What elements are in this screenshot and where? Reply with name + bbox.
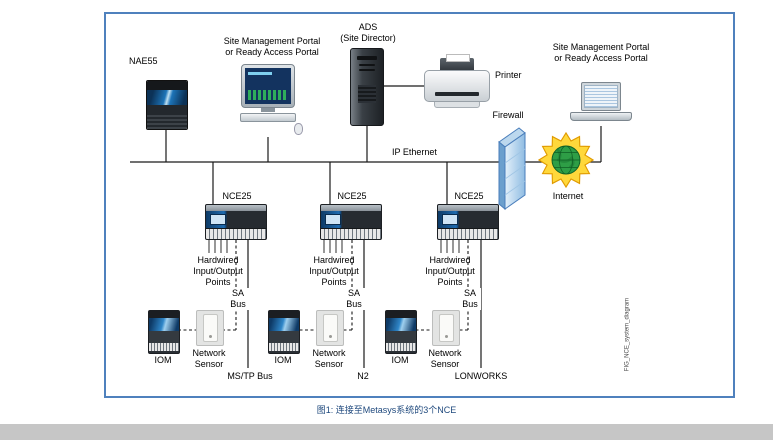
hardwired-io-label: Hardwired Input/Output Points [309, 255, 359, 287]
nce-top [438, 205, 498, 211]
nce-display [442, 214, 458, 225]
sensor-face [322, 314, 338, 342]
workstation-icon [233, 64, 303, 136]
iom-device-icon [148, 310, 180, 354]
mouse-icon [294, 123, 303, 135]
nce25-label: NCE25 [222, 191, 252, 201]
hardwired-io-label: Hardwired Input/Output Points [425, 255, 475, 287]
sa-bus-label: SA Bus [227, 288, 249, 310]
iom-blue-band [386, 318, 416, 331]
ads-label: ADS (Site Director) [340, 22, 396, 43]
iom-device-icon [268, 310, 300, 354]
nae55-label: NAE55 [129, 56, 158, 66]
iom-top [149, 311, 179, 318]
nce25-label: NCE25 [454, 191, 484, 201]
nce-top [321, 205, 381, 211]
nae55-mid [147, 105, 187, 115]
network-sensor-label: Network Sensor [192, 348, 226, 369]
sa-bus-label: SA Bus [343, 288, 365, 310]
figure-id-vertical-label: FIG_NCE_system_diagram [624, 297, 631, 372]
sa-bus-label: SA Bus [459, 288, 481, 310]
drive-slot [359, 69, 375, 71]
nae55-blue-band [147, 90, 187, 105]
iom-top [386, 311, 416, 318]
iom-terminals [386, 343, 416, 351]
network-sensor-icon [196, 310, 224, 346]
nce25-device-icon [320, 204, 382, 240]
nce25-device-icon [205, 204, 267, 240]
iom-terminals [269, 343, 299, 351]
monitor-icon [241, 64, 295, 108]
iom-top [269, 311, 299, 318]
internet-globe-icon [538, 132, 594, 188]
nce-display [210, 214, 226, 225]
ip-ethernet-label: IP Ethernet [392, 147, 437, 157]
sensor-face [438, 314, 454, 342]
iom-terminals [149, 343, 179, 351]
server-tower-icon [350, 48, 384, 126]
sensor-face [202, 314, 218, 342]
figure-caption: 图1: 连接至Metasys系统的3个NCE [316, 405, 457, 415]
hardwired-io-label: Hardwired Input/Output Points [193, 255, 243, 287]
nce-terminals [321, 228, 381, 239]
tower-vents [358, 85, 376, 103]
iom-body [149, 331, 179, 343]
network-sensor-label: Network Sensor [428, 348, 462, 369]
monitor-screen [245, 68, 291, 104]
bottom-bar [0, 424, 773, 440]
firewall-icon [498, 127, 526, 211]
internet-label: Internet [552, 191, 584, 201]
laptop-icon [570, 82, 632, 126]
bus-type-label: N2 [357, 371, 369, 381]
nce-terminals [438, 228, 498, 239]
nce25-label: NCE25 [337, 191, 367, 201]
printer-body [424, 70, 490, 102]
network-sensor-icon [316, 310, 344, 346]
iom-label: IOM [274, 355, 292, 365]
nce-top [206, 205, 266, 211]
monitor-stand [261, 108, 275, 112]
drive-slot [359, 64, 375, 66]
nae55-vents [147, 115, 187, 129]
nce-terminals [206, 228, 266, 239]
bus-type-label: MS/TP Bus [227, 371, 273, 381]
nae55-top [147, 81, 187, 90]
iom-label: IOM [391, 355, 409, 365]
firewall-label: Firewall [492, 110, 524, 120]
drive-slot [357, 56, 377, 60]
printer-icon [424, 54, 490, 112]
iom-body [269, 331, 299, 343]
nce-panel [438, 211, 498, 228]
iom-body [386, 331, 416, 343]
nce-display [325, 214, 341, 225]
nce-panel [206, 211, 266, 228]
iom-device-icon [385, 310, 417, 354]
printer-tray [434, 101, 480, 108]
laptop-keyboard [570, 112, 632, 121]
network-sensor-label: Network Sensor [312, 348, 346, 369]
iom-label: IOM [154, 355, 172, 365]
keyboard-icon [240, 113, 296, 122]
laptop-display [584, 85, 618, 108]
smp-left-label: Site Management Portal or Ready Access P… [223, 36, 321, 57]
nce-panel [321, 211, 381, 228]
bus-type-label: LONWORKS [454, 371, 508, 381]
nae55-device-icon [146, 80, 188, 130]
smp-right-label: Site Management Portal or Ready Access P… [552, 42, 650, 63]
printer-label: Printer [495, 70, 522, 80]
printer-paper-feed [440, 54, 474, 70]
iom-blue-band [269, 318, 299, 331]
laptop-screen [581, 82, 621, 111]
nce25-device-icon [437, 204, 499, 240]
iom-blue-band [149, 318, 179, 331]
network-sensor-icon [432, 310, 460, 346]
